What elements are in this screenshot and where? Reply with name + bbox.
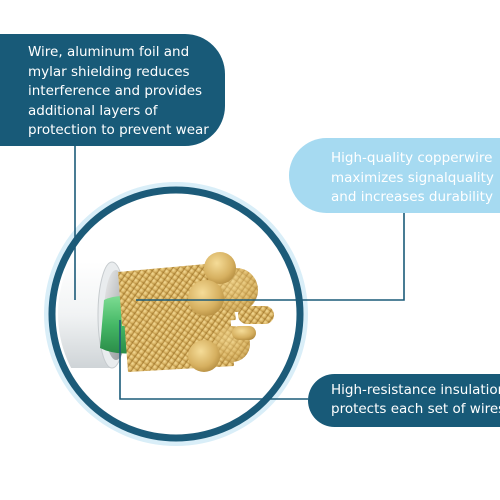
callout-copper-line: and increases durability xyxy=(331,189,493,205)
callout-insulation-line: protects each set of wires xyxy=(331,401,500,417)
callout-shielding-line: interference and provides xyxy=(28,83,203,99)
outer-sheath xyxy=(58,262,112,368)
leader-line-copper xyxy=(136,213,405,301)
callout-insulation-line: High-resistance insulation xyxy=(331,382,500,398)
callout-copper-line: High-quality copperwire xyxy=(331,150,493,166)
callout-shielding-line: additional layers of xyxy=(28,102,158,119)
callout-shielding-line: mylar shielding reduces xyxy=(28,63,190,80)
leader-line-insulation xyxy=(119,320,308,400)
callout-shielding-line: protection to prevent wear xyxy=(28,122,209,138)
magnifier-ring xyxy=(48,186,304,442)
callout-shielding: Wire, aluminum foil and mylar shielding … xyxy=(0,34,225,146)
callout-copper: High-quality copperwire maximizes signal… xyxy=(289,138,500,213)
callout-insulation: High-resistance insulation protects each… xyxy=(308,374,500,427)
callout-shielding-line: Wire, aluminum foil and xyxy=(28,44,190,60)
callout-copper-line: maximizes signalquality xyxy=(331,169,494,186)
copper-strand-tips xyxy=(188,252,274,372)
leader-lines xyxy=(74,146,405,400)
